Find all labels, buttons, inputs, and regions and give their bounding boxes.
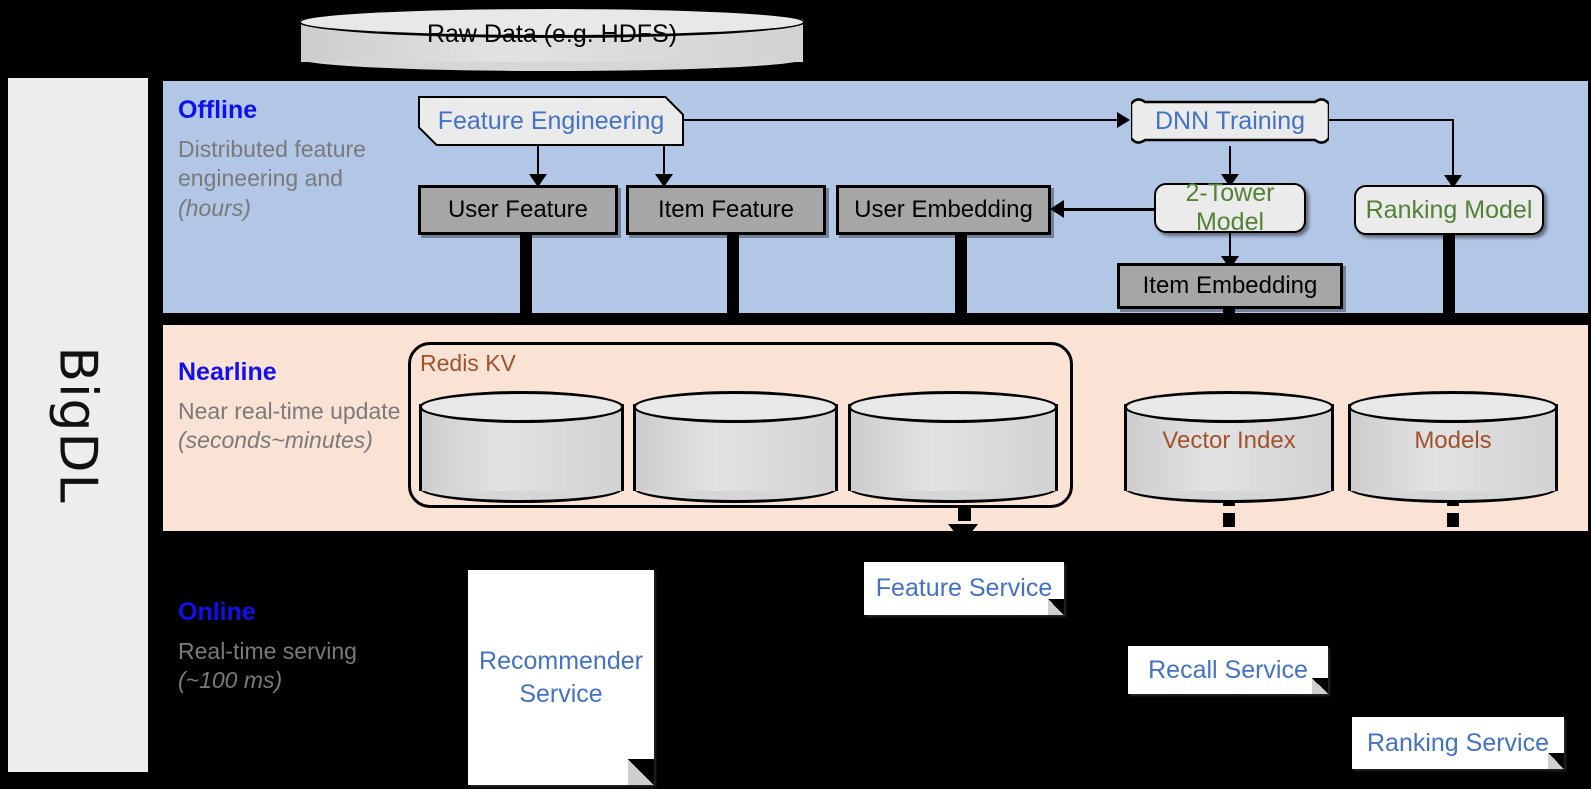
store-cylinder-1	[419, 391, 624, 503]
raw-data-cylinder: Raw Data (e.g. HDFS)	[298, 6, 806, 74]
node-two-tower-model[interactable]: 2-Tower Model	[1154, 179, 1306, 236]
dash-models-ranking-2	[1447, 513, 1459, 527]
node-dnn-training[interactable]: DNN Training	[1129, 96, 1331, 146]
two-tower-model-label: 2-Tower Model	[1185, 179, 1275, 236]
dnn-training-label: DNN Training	[1154, 106, 1306, 135]
recommender-service-label: Recommender Service	[479, 647, 643, 708]
note-feature-service[interactable]: Feature Service	[864, 562, 1064, 615]
node-item-feature[interactable]: Item Feature	[626, 185, 826, 235]
node-ranking-model[interactable]: Ranking Model	[1354, 185, 1544, 235]
store-cylinder-2	[633, 391, 838, 503]
store-3-label	[848, 391, 1058, 491]
feature-service-label: Feature Service	[875, 574, 1053, 602]
store-cylinder-3	[848, 391, 1058, 503]
feature-engineering-inner: Feature Engineering	[420, 98, 682, 144]
page-fold-icon	[1048, 599, 1064, 615]
node-item-embedding[interactable]: Item Embedding	[1117, 263, 1343, 309]
raw-data-label: Raw Data (e.g. HDFS)	[426, 19, 678, 48]
band-online-desc: Real-time serving (~100 ms)	[178, 637, 408, 696]
band-online-desc-italic: (~100 ms)	[178, 667, 283, 694]
band-online-title: Online	[178, 598, 256, 626]
page-fold-icon	[1312, 678, 1328, 694]
band-nearline-text: Nearline Near real-time update (seconds~…	[178, 358, 408, 456]
band-nearline-desc-plain: Near real-time update	[178, 398, 401, 424]
node-user-feature[interactable]: User Feature	[418, 185, 618, 235]
item-feature-label: Item Feature	[657, 196, 795, 223]
note-recall-service[interactable]: Recall Service	[1128, 646, 1328, 694]
note-recommender-service[interactable]: Recommender Service	[468, 570, 654, 785]
redis-kv-label: Redis KV	[420, 350, 516, 376]
vector-index-label: Vector Index	[1162, 427, 1296, 454]
arrow-dnn-ranking-h	[1329, 119, 1454, 121]
cylinder-top	[1124, 391, 1334, 423]
node-user-embedding[interactable]: User Embedding	[836, 185, 1051, 235]
arrow-twotower-userembedding-shaft	[1060, 208, 1154, 211]
arrow-fe-dnn-shaft	[684, 119, 1118, 121]
arrow-fe-itemfeature-head	[655, 174, 673, 187]
band-offline-text: Offline Distributed feature engineering …	[178, 96, 408, 223]
arrow-fe-itemfeature-shaft	[663, 146, 665, 178]
band-nearline-title: Nearline	[178, 358, 277, 386]
band-online-text: Online Real-time serving (~100 ms)	[178, 598, 408, 696]
recall-service-label: Recall Service	[1148, 655, 1308, 684]
item-embedding-label: Item Embedding	[1142, 272, 1318, 299]
store-2-label	[633, 391, 838, 491]
arrow-twotower-userembedding-head	[1050, 200, 1064, 218]
dash-redis-featureservice-head	[948, 524, 978, 543]
store-1-label	[419, 391, 624, 491]
band-offline-desc-plain: Distributed feature engineering and	[178, 136, 366, 192]
feature-engineering-label: Feature Engineering	[437, 106, 665, 135]
dash-vectorindex-recall-2	[1223, 513, 1235, 527]
ranking-model-label: Ranking Model	[1365, 195, 1533, 224]
redis-kv-container	[408, 342, 1073, 508]
arrow-twotower-itememb-shaft	[1229, 233, 1231, 261]
bigdl-rail: BigDL	[8, 78, 148, 772]
bigdl-rail-label: BigDL	[48, 346, 109, 504]
arrow-dnn-ranking-v	[1452, 119, 1454, 179]
page-fold-icon	[1548, 753, 1564, 769]
vector-index-cylinder: Vector Index	[1124, 391, 1334, 503]
cylinder-top	[298, 6, 806, 38]
cylinder-top	[848, 391, 1058, 423]
cylinder-top	[1348, 391, 1558, 423]
arrow-fe-userfeature-shaft	[537, 146, 539, 178]
note-ranking-service[interactable]: Ranking Service	[1352, 717, 1564, 769]
cylinder-top	[633, 391, 838, 423]
dash-redis-featureservice-1	[958, 508, 971, 521]
band-nearline-desc-italic: (seconds~minutes)	[178, 427, 373, 454]
user-embedding-label: User Embedding	[854, 196, 1033, 223]
user-feature-label: User Feature	[447, 196, 589, 223]
cylinder-top	[419, 391, 624, 423]
ranking-service-label: Ranking Service	[1366, 728, 1550, 757]
band-offline-desc-italic: (hours)	[178, 194, 251, 221]
models-label: Models	[1414, 427, 1492, 454]
arrow-dnn-ranking-head	[1444, 175, 1462, 188]
band-offline-title: Offline	[178, 96, 258, 124]
arrow-fe-userfeature-head	[529, 174, 547, 187]
band-nearline-desc: Near real-time update (seconds~minutes)	[178, 397, 408, 456]
band-offline-desc: Distributed feature engineering and (hou…	[178, 135, 408, 223]
arrow-dnn-twotower-shaft	[1229, 146, 1231, 178]
band-online-desc-plain: Real-time serving	[178, 638, 357, 664]
models-cylinder: Models	[1348, 391, 1558, 503]
arrow-fe-dnn-head	[1117, 112, 1130, 128]
node-feature-engineering[interactable]: Feature Engineering	[418, 96, 684, 146]
page-fold-icon	[628, 759, 654, 785]
